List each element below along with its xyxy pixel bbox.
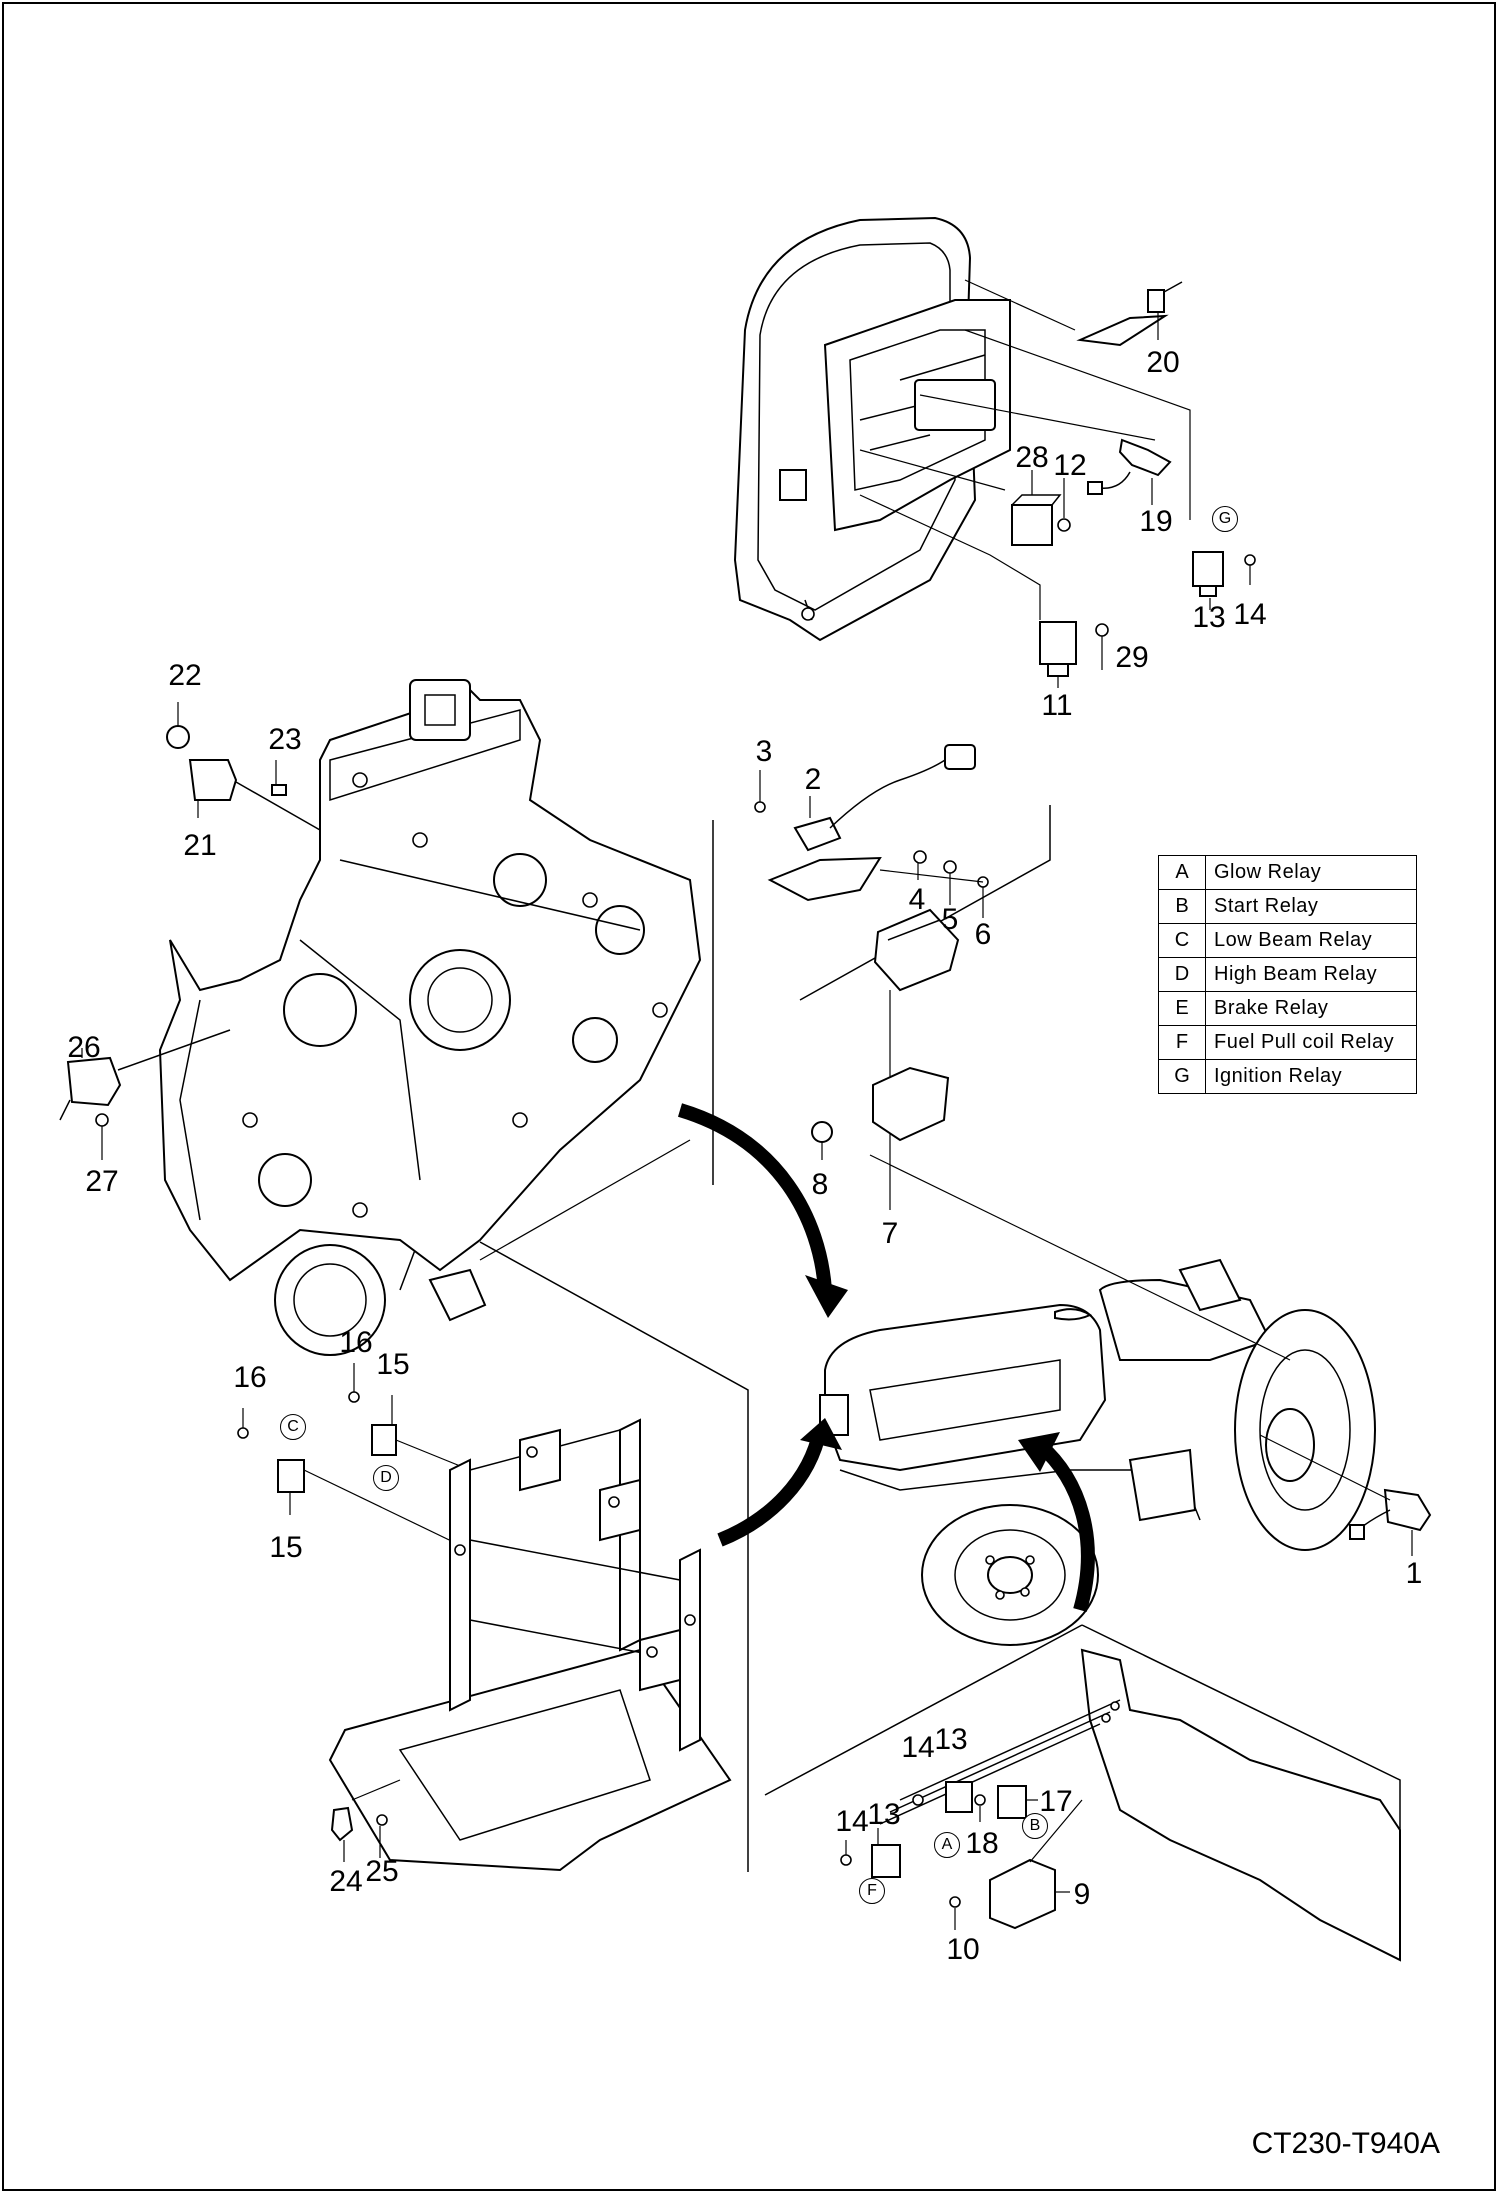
legend-row: B Start Relay (1158, 889, 1417, 924)
legend-description: Brake Relay (1205, 991, 1417, 1026)
legend-code: C (1158, 923, 1206, 958)
callout-15-top: 15 (376, 1348, 410, 1381)
callout-20: 20 (1146, 346, 1180, 379)
callout-15-low: 15 (269, 1531, 303, 1564)
legend-row: A Glow Relay (1158, 855, 1417, 890)
engine-front-case (59, 679, 702, 1551)
bracket-frame (328, 1418, 732, 1872)
legend-description: Glow Relay (1205, 855, 1417, 890)
callout-19: 19 (1139, 505, 1173, 538)
callout-24: 24 (329, 1865, 363, 1898)
callout-5: 5 (941, 903, 959, 936)
direction-arrows (677, 1103, 1095, 1612)
callout-1: 1 (1405, 1557, 1423, 1590)
callout-21: 21 (183, 829, 217, 862)
callout-6: 6 (974, 918, 992, 951)
legend-code: G (1158, 1059, 1206, 1094)
legend-row: E Brake Relay (1158, 991, 1417, 1026)
callout-22: 22 (168, 659, 202, 692)
callout-17: 17 (1039, 1785, 1073, 1818)
relay-legend-table: A Glow Relay B Start Relay C Low Beam Re… (1158, 855, 1417, 1094)
legend-row: G Ignition Relay (1158, 1059, 1417, 1094)
legend-description: Fuel Pull coil Relay (1205, 1025, 1417, 1060)
legend-code: D (1158, 957, 1206, 992)
callout-13-top: 13 (1192, 601, 1226, 634)
callout-16-low: 16 (233, 1361, 267, 1394)
sensor-connector-group (754, 744, 989, 1210)
relay-marker-f: F (859, 1878, 885, 1904)
legend-description: Ignition Relay (1205, 1059, 1417, 1094)
callout-25: 25 (365, 1855, 399, 1888)
legend-code: F (1158, 1025, 1206, 1060)
callout-12: 12 (1053, 449, 1087, 482)
callout-16-top: 16 (339, 1326, 373, 1359)
callout-23: 23 (268, 723, 302, 756)
callout-14-top: 14 (1233, 598, 1267, 631)
relay-marker-b: B (1022, 1813, 1048, 1839)
callout-13-mid: 13 (934, 1723, 968, 1756)
legend-description: High Beam Relay (1205, 957, 1417, 992)
callout-11: 11 (1041, 689, 1073, 722)
legend-code: E (1158, 991, 1206, 1026)
legend-description: Start Relay (1205, 889, 1417, 924)
legend-row: D High Beam Relay (1158, 957, 1417, 992)
instrument-panel-assembly (733, 216, 1256, 688)
relay-marker-a: A (934, 1832, 960, 1858)
callout-7: 7 (881, 1217, 899, 1250)
callout-9: 9 (1073, 1878, 1091, 1911)
tractor-illustration (819, 1154, 1432, 1646)
callout-2: 2 (804, 763, 822, 796)
callout-13-low: 13 (867, 1798, 901, 1831)
callout-29: 29 (1115, 641, 1149, 674)
legend-description: Low Beam Relay (1205, 923, 1417, 958)
relay-marker-g: G (1212, 506, 1238, 532)
callout-18: 18 (965, 1827, 999, 1860)
callout-8: 8 (811, 1168, 829, 1201)
relay-bracket-assembly (840, 1648, 1401, 1962)
legend-code: A (1158, 855, 1206, 890)
callout-4: 4 (908, 883, 926, 916)
legend-row: F Fuel Pull coil Relay (1158, 1025, 1417, 1060)
callout-10: 10 (946, 1933, 980, 1966)
relay-marker-d: D (373, 1465, 399, 1491)
legend-code: B (1158, 889, 1206, 924)
callout-14-low: 14 (835, 1805, 869, 1838)
callout-28: 28 (1015, 441, 1049, 474)
drawing-code: CT230-T940A (1251, 2127, 1440, 2160)
callout-27: 27 (85, 1165, 119, 1198)
callout-3: 3 (755, 735, 773, 768)
legend-row: C Low Beam Relay (1158, 923, 1417, 958)
callout-14-mid: 14 (901, 1731, 935, 1764)
relay-marker-c: C (280, 1414, 306, 1440)
callout-26: 26 (67, 1031, 101, 1064)
